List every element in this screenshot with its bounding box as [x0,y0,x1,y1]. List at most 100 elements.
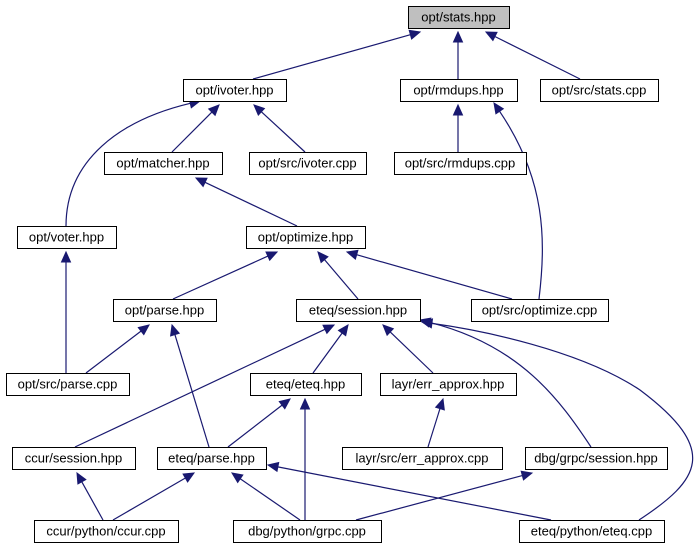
edge-line [356,254,513,300]
edge-n5-to-n1 [253,104,306,153]
node-box[interactable] [249,152,367,175]
node-box[interactable] [540,79,659,102]
graph-node[interactable]: eteq/python/eteq.cpp [519,520,665,543]
edge-line [429,321,592,448]
node-box[interactable] [12,447,136,470]
node-box[interactable] [34,520,179,543]
graph-node[interactable]: layr/src/err_approx.cpp [342,447,503,470]
node-label: opt/src/parse.cpp [18,377,118,392]
edge-arrowhead [317,251,329,264]
node-box[interactable] [250,373,362,396]
node-label: dbg/python/grpc.cpp [248,524,366,539]
edge-n6-to-n2 [452,103,464,152]
edge-arrowhead [345,249,359,260]
node-box[interactable] [296,299,421,322]
graph-node[interactable]: dbg/python/grpc.cpp [233,520,382,543]
node-box[interactable] [246,226,366,249]
node-label: opt/matcher.hpp [116,156,209,171]
graph-node[interactable]: dbg/grpc/session.hpp [525,447,668,470]
edge-layer [60,29,694,521]
graph-node[interactable]: eteq/parse.hpp [157,447,267,470]
edge-n17-to-n14 [427,397,445,448]
edge-n10-to-n8 [317,251,359,300]
graph-node[interactable]: eteq/eteq.hpp [250,373,362,396]
edge-arrowhead [337,324,349,337]
edge-line [277,466,552,521]
graph-node[interactable]: opt/rmdups.hpp [400,79,518,102]
node-label: ccur/python/ccur.cpp [46,524,165,539]
edge-n16-to-n9 [170,323,210,448]
edge-n11-to-n2 [493,101,543,300]
edge-n12-to-n7 [60,250,72,373]
node-box[interactable] [6,373,130,396]
edge-arrowhead [253,104,266,117]
node-label: opt/voter.hpp [29,230,104,245]
edge-n19-to-n16 [112,472,196,521]
node-box[interactable] [342,447,503,470]
graph-node[interactable]: opt/src/optimize.cpp [471,299,609,322]
node-label: opt/src/ivoter.cpp [258,156,356,171]
edge-arrowhead [278,398,291,410]
node-box[interactable] [113,299,217,322]
graph-node[interactable]: layr/err_approx.hpp [380,373,517,396]
edge-arrowhead [266,461,280,473]
graph-node[interactable]: opt/src/ivoter.cpp [249,152,367,175]
edge-line [494,35,581,80]
graph-node[interactable]: opt/optimize.hpp [246,226,366,249]
edge-line [74,328,326,448]
root-node-box[interactable] [408,6,510,29]
graph-node[interactable]: opt/parse.hpp [113,299,217,322]
graph-node[interactable]: opt/matcher.hpp [104,152,223,175]
edge-arrowhead [265,251,279,262]
graph-node[interactable]: opt/src/stats.cpp [540,79,659,102]
edge-n20-to-n13 [299,397,311,520]
edge-arrowhead [493,101,505,115]
node-box[interactable] [157,447,267,470]
edge-line [389,331,434,374]
node-box[interactable] [394,152,527,175]
edge-line [65,102,191,227]
graph-node[interactable]: ccur/python/ccur.cpp [34,520,179,543]
edge-n2-to-n0 [452,30,464,79]
edge-line [427,408,441,448]
graph-node[interactable]: opt/src/parse.cpp [6,373,130,396]
node-label: eteq/session.hpp [309,303,407,318]
node-box[interactable] [104,152,223,175]
edge-arrowhead [382,324,395,337]
node-box[interactable] [525,447,668,470]
node-box[interactable] [233,520,382,543]
node-box[interactable] [183,79,287,102]
node-box[interactable] [380,373,517,396]
node-box[interactable] [400,79,518,102]
node-label: opt/stats.hpp [421,10,495,25]
edge-arrowhead [420,318,434,329]
graph-node[interactable]: eteq/session.hpp [296,299,421,322]
node-label: dbg/grpc/session.hpp [534,451,658,466]
edge-line [252,34,411,80]
node-label: eteq/eteq.hpp [266,377,346,392]
edge-n9-to-n8 [172,251,279,300]
edge-n20-to-n18 [355,470,534,521]
graph-node[interactable]: opt/stats.hpp [408,6,510,29]
edge-line [112,477,186,521]
graph-node[interactable]: ccur/session.hpp [12,447,136,470]
node-box[interactable] [17,226,117,249]
graph-node[interactable]: opt/ivoter.hpp [183,79,287,102]
edge-line [81,481,104,521]
edge-n3-to-n0 [484,31,581,80]
node-label: ccur/session.hpp [25,451,123,466]
edge-line [227,404,283,448]
node-box[interactable] [471,299,609,322]
graph-node[interactable]: opt/src/rmdups.cpp [394,152,527,175]
edge-line [174,334,210,448]
edge-arrowhead [137,324,150,336]
edge-arrowhead [299,397,311,410]
graph-node[interactable]: opt/voter.hpp [17,226,117,249]
edge-n19-to-n15 [76,471,104,521]
edge-arrowhead [452,30,464,43]
edge-n1-to-n0 [252,29,422,80]
node-label: opt/optimize.hpp [258,230,353,245]
node-box[interactable] [519,520,665,543]
edge-n21-to-n10 [420,318,694,521]
edge-arrowhead [322,324,336,335]
